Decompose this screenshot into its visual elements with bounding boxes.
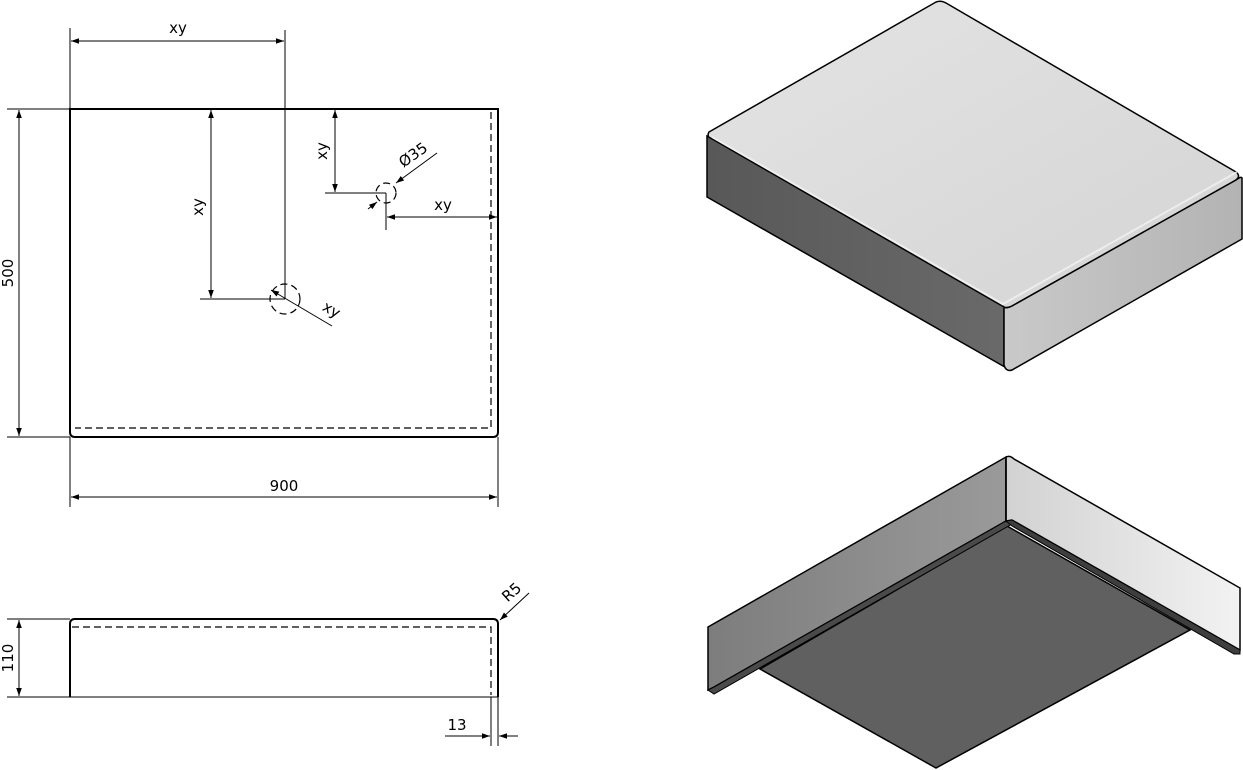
side-view-outline xyxy=(69,618,499,697)
iso-view-bottom xyxy=(707,455,1241,769)
dim-thickness-label: 13 xyxy=(447,716,466,734)
side-view: 110 R5 13 xyxy=(0,579,530,746)
hole-dia-label: xy xyxy=(319,297,343,322)
iso-view-top xyxy=(706,0,1243,372)
iso-right-wall-lip xyxy=(1004,519,1241,655)
iso-edge-highlight xyxy=(711,136,1238,306)
side-view-hidden-edges xyxy=(72,626,492,695)
iso-right-face xyxy=(1003,176,1243,372)
dim-depth-label: 500 xyxy=(0,259,17,288)
dim-radius-leader xyxy=(499,592,530,621)
dim-small-dia-leader xyxy=(395,152,438,184)
dim-small-dia-label: Ø35 xyxy=(395,139,431,171)
hole-dia-leader xyxy=(270,289,333,327)
dim-small-x-label: xy xyxy=(434,196,452,214)
dim-hole-x-label: xy xyxy=(169,19,187,37)
dim-height-label: 110 xyxy=(0,644,17,673)
dim-small-y-label: xy xyxy=(313,142,331,160)
dim-hole-y-label: xy xyxy=(189,198,207,216)
top-view-outline xyxy=(69,108,499,438)
dim-small-dia-leader-in xyxy=(367,201,378,210)
dim-width-label: 900 xyxy=(270,477,299,495)
dim-radius-label: R5 xyxy=(498,579,525,606)
top-view: xy xy xy xy xy Ø35 500 900 xyxy=(0,19,499,507)
